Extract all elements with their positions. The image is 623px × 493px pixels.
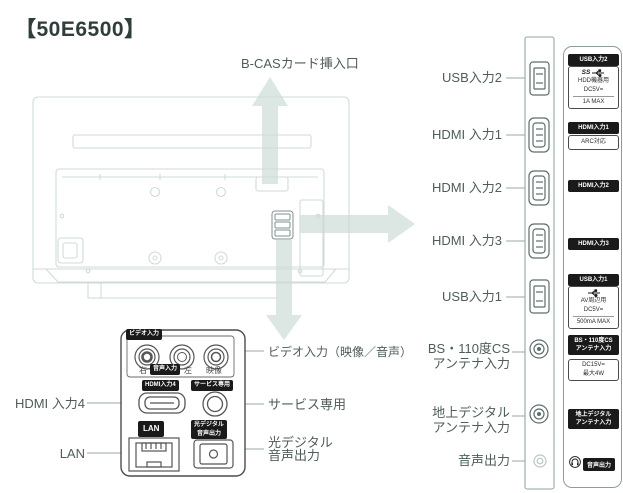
service-port <box>202 391 228 417</box>
audio-out-jack <box>533 454 547 468</box>
rca-jacks <box>134 344 229 370</box>
usb2-spec-line3: 1A MAX <box>573 96 614 107</box>
service-badge: サービス専用 <box>191 380 234 391</box>
hdmi4-port <box>138 392 186 414</box>
ss-usb-icon-text: SS <box>581 68 591 76</box>
lan-port <box>128 437 180 472</box>
tv-back-outline <box>32 96 350 299</box>
usb1-spec-line3: 500mA MAX <box>573 316 614 327</box>
optical-audio-port <box>193 439 234 469</box>
hdmi2-port <box>528 170 550 206</box>
terrestrial-antenna-connector <box>529 404 549 424</box>
bscs-antenna-label: BS・110度CS アンテナ入力 <box>428 341 510 371</box>
usb2-spec-badge: USB入力2 <box>568 54 619 66</box>
bscs-spec-line1: DC15V= <box>582 362 605 368</box>
bcas-arrow-up-icon <box>252 77 288 184</box>
hdmi1-label: HDMI 入力1 <box>431 127 502 142</box>
bscs-antenna-label-line2: アンテナ入力 <box>432 356 510 371</box>
tv-side-terminal-block <box>271 210 294 240</box>
usb1-spec-line2: DC5V= <box>583 307 604 313</box>
usb1-spec-box: AV周辺用 DC5V= 500mA MAX <box>568 286 619 329</box>
lan-badge: LAN <box>138 421 165 437</box>
rca-video-caption: 映像 <box>206 366 222 375</box>
bottom-panel-drawing <box>120 329 246 477</box>
hdmi1-spec-badge: HDMI入力1 <box>568 122 619 134</box>
usb2-port <box>529 61 550 96</box>
bscs-antenna-label-line1: BS・110度CS <box>427 341 510 356</box>
bscs-spec-badge-line2: アンテナ入力 <box>575 346 612 353</box>
hdmi3-label: HDMI 入力3 <box>431 233 502 248</box>
hdmi2-label: HDMI 入力2 <box>431 180 502 195</box>
usb1-spec-badge: USB入力1 <box>568 274 619 286</box>
optical-audio-label: 光デジタル 音声出力 <box>268 436 333 462</box>
rca-left-caption: 左 <box>184 366 192 375</box>
terrestrial-antenna-label: 地上デジタル アンテナ入力 <box>432 405 510 435</box>
audio-out-spec-badge: 音声出力 <box>583 457 616 471</box>
video-input-label: ビデオ入力（映像／音声） <box>268 345 413 359</box>
optical-audio-badge-line1: 光デジタル <box>194 422 224 428</box>
terrestrial-spec-badge-line2: アンテナ入力 <box>575 420 612 427</box>
hdmi3-spec-badge: HDMI入力3 <box>568 238 619 250</box>
optical-audio-badge-line2: 音声出力 <box>196 430 221 437</box>
hdmi1-arc-box: ARC対応 <box>568 135 619 150</box>
bscs-spec-badge-line1: BS・110度CS <box>574 337 613 344</box>
usb1-spec-line1: AV周辺用 <box>580 298 607 304</box>
hdmi4-label: HDMI 入力4 <box>14 396 85 411</box>
bottom-arrow-down-icon <box>266 240 302 340</box>
bcas-slot-label: B-CASカード挿入口 <box>241 56 359 71</box>
usb-icon <box>569 288 618 297</box>
bscs-spec-badge: BS・110度CS アンテナ入力 <box>568 335 619 356</box>
audio-in-badge: 音声入力 <box>150 364 181 375</box>
usb1-port <box>529 279 550 314</box>
headphone-icon <box>569 455 581 473</box>
side-panel-strip <box>524 36 555 490</box>
usb2-label: USB入力2 <box>442 70 502 85</box>
video-in-badge: ビデオ入力 <box>126 329 163 340</box>
bscs-spec-line2: 最大4W <box>582 371 604 377</box>
terrestrial-antenna-label-line2: アンテナ入力 <box>432 420 510 435</box>
audio-out-spec-row: 音声出力 <box>569 455 616 473</box>
spec-strip: USB入力2 SS HDD機器用 DC5V= 1A MAX HDMI入力1 AR… <box>563 46 622 488</box>
side-arrow-right-icon <box>300 205 415 243</box>
usb2-spec-box: SS HDD機器用 DC5V= 1A MAX <box>568 66 619 109</box>
hdmi4-badge: HDMI入力4 <box>142 380 179 391</box>
optical-audio-badge: 光デジタル 音声出力 <box>191 420 227 440</box>
lan-label: LAN <box>59 446 85 461</box>
direction-arrows <box>252 77 415 340</box>
bscs-antenna-connector <box>529 339 549 359</box>
hdmi3-port <box>528 223 550 259</box>
terrestrial-spec-badge: 地上デジタル アンテナ入力 <box>568 409 619 430</box>
usb1-label: USB入力1 <box>442 289 502 304</box>
page-title: 【50E6500】 <box>15 18 146 41</box>
service-label: サービス専用 <box>268 397 347 412</box>
hdmi2-spec-badge: HDMI入力2 <box>568 180 619 192</box>
terrestrial-antenna-label-line1: 地上デジタル <box>432 405 510 420</box>
usb2-spec-line1: HDD機器用 <box>578 78 609 84</box>
bscs-spec-box: DC15V= 最大4W <box>568 359 619 381</box>
rca-right-caption: 右 <box>139 366 147 375</box>
hdmi1-port <box>528 117 550 153</box>
usb2-spec-line2: DC5V= <box>583 87 604 93</box>
optical-audio-label-line2: 音声出力 <box>268 448 321 463</box>
ss-usb-icon: SS <box>569 68 618 77</box>
optical-audio-label-line1: 光デジタル <box>268 435 333 450</box>
audio-out-label: 音声出力 <box>457 453 510 468</box>
terrestrial-spec-badge-line1: 地上デジタル <box>575 411 612 418</box>
